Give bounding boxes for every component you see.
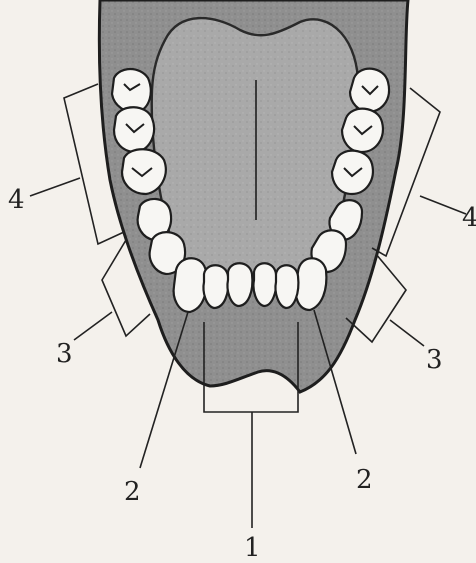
- label-canine-right: 2: [356, 465, 373, 495]
- label-premolars-left: 3: [56, 339, 73, 369]
- label-molars-right: 4: [462, 203, 476, 233]
- label-incisors: 1: [244, 533, 261, 563]
- label-canine-left: 2: [124, 477, 141, 507]
- premolar-leader-left: [74, 312, 112, 340]
- molar-leader-right: [420, 196, 466, 214]
- premolar-leader-right: [390, 320, 424, 346]
- label-molars-left: 4: [8, 185, 25, 215]
- label-premolars-right: 3: [426, 345, 443, 375]
- left-canine: [174, 258, 207, 312]
- molar-leader-left: [30, 178, 80, 196]
